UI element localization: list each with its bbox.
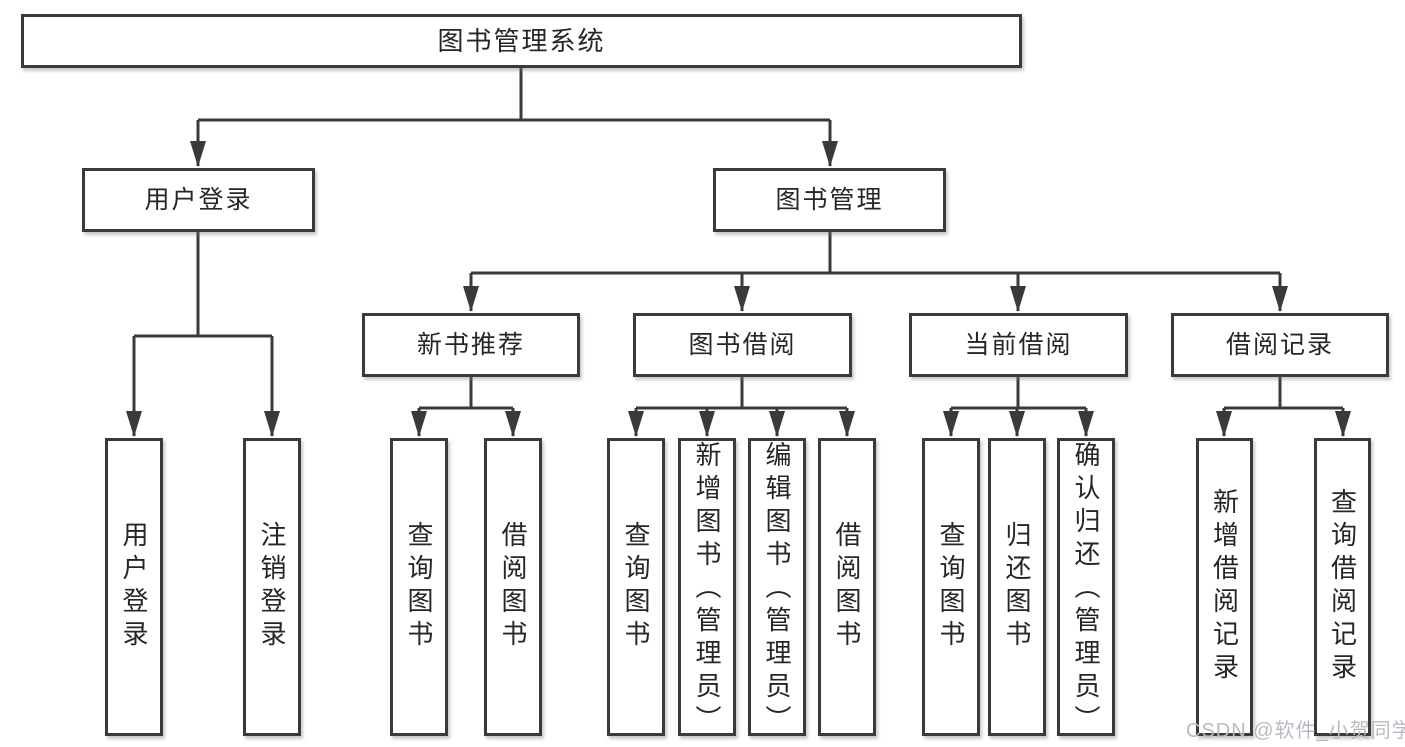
leaf-logout: 注销登录 xyxy=(243,438,301,736)
connector-root-to-level2 xyxy=(190,68,838,167)
connector-borrow-record-to-leaves xyxy=(1216,377,1351,437)
leaf-confirm-return-admin: 确认归还（管理员） xyxy=(1057,438,1115,738)
leaf-return-book: 归还图书 xyxy=(988,438,1046,736)
node-library-system: 图书管理系统 xyxy=(21,14,1022,68)
connector-line xyxy=(951,377,1086,410)
connector-line xyxy=(198,68,830,122)
leaf-borrow-books-recommend: 借阅图书 xyxy=(484,438,542,736)
connector-line xyxy=(471,232,1280,275)
node-user-login: 用户登录 xyxy=(82,168,315,232)
connector-book-borrow-to-leaves xyxy=(628,377,855,437)
connector-book-mgmt-to-level3 xyxy=(463,232,1288,312)
leaf-query-books-borrowing: 查询图书 xyxy=(607,438,665,736)
node-new-book-recommend: 新书推荐 xyxy=(362,313,580,377)
connector-line xyxy=(134,232,272,338)
node-borrowing-records: 借阅记录 xyxy=(1171,313,1389,377)
leaf-borrow-books-borrowing: 借阅图书 xyxy=(818,438,876,736)
leaf-user-login: 用户登录 xyxy=(105,438,163,736)
leaf-edit-book-admin: 编辑图书（管理员） xyxy=(748,438,806,738)
node-current-borrowing: 当前借阅 xyxy=(909,313,1128,377)
csdn-watermark: CSDN @软件_小贺同学 xyxy=(1186,720,1405,742)
leaf-query-books-current: 查询图书 xyxy=(922,438,980,736)
leaf-add-borrow-record: 新增借阅记录 xyxy=(1196,438,1253,736)
connector-user-login-to-leaves xyxy=(126,232,280,437)
node-book-management: 图书管理 xyxy=(713,168,946,232)
leaf-query-borrow-record: 查询借阅记录 xyxy=(1314,438,1371,736)
connector-line xyxy=(1224,377,1343,410)
connector-new-book-to-leaves xyxy=(411,377,521,437)
node-book-borrowing: 图书借阅 xyxy=(633,313,852,377)
connector-current-borrow-to-leaves xyxy=(943,377,1094,437)
connector-line xyxy=(419,377,513,410)
leaf-add-book-admin: 新增图书（管理员） xyxy=(678,438,736,738)
connector-line xyxy=(636,377,847,410)
leaf-query-books-recommend: 查询图书 xyxy=(390,438,448,736)
